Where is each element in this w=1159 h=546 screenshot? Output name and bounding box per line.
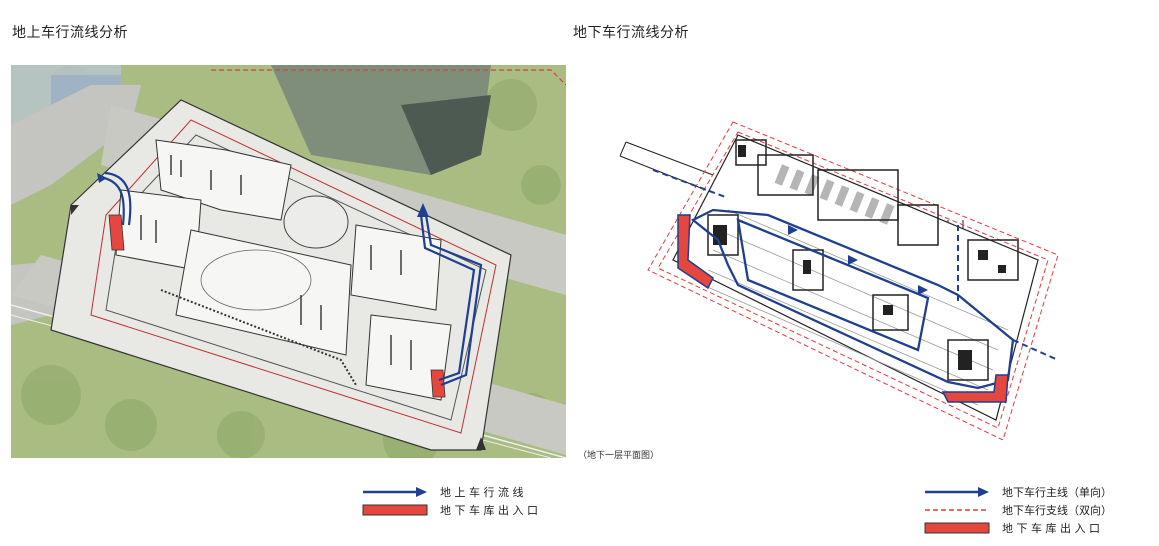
ground-site-plan	[10, 65, 567, 468]
red-block-icon	[362, 504, 428, 516]
legend-item-main-route: 地下车行主线（单向）	[924, 485, 1112, 499]
legend-item-garage-entrance: 地 下 车 库 出 入 口	[924, 521, 1112, 535]
basement-plan-svg	[619, 121, 1059, 441]
legend-item-ground-route: 地 上 车 行 流 线	[362, 485, 538, 499]
left-legend: 地 上 车 行 流 线 地 下 车 库 出 入 口	[362, 485, 538, 517]
legend-item-branch-route: 地下车行支线（双向）	[924, 503, 1112, 517]
right-legend: 地下车行主线（单向） 地下车行支线（双向） 地 下 车 库 出 入 口	[924, 485, 1112, 535]
legend-label: 地下车行支线（双向）	[1002, 503, 1112, 517]
red-block-icon	[924, 522, 990, 534]
left-title: 地上车行流线分析	[12, 25, 128, 41]
legend-label: 地 下 车 库 出 入 口	[440, 503, 538, 517]
legend-label: 地 上 车 行 流 线	[440, 485, 524, 499]
basement-plan	[618, 120, 1063, 441]
legend-label: 地 下 车 库 出 入 口	[1002, 521, 1100, 535]
legend-item-garage-entrance: 地 下 车 库 出 入 口	[362, 503, 538, 517]
basement-caption: （地下一层平面图）	[578, 451, 660, 461]
blue-arrow-icon	[362, 486, 428, 498]
red-dash-icon	[924, 504, 990, 516]
ground-site-plan-svg	[10, 65, 567, 468]
blue-arrow-icon	[924, 486, 990, 498]
right-title: 地下车行流线分析	[573, 25, 689, 41]
legend-label: 地下车行主线（单向）	[1002, 485, 1112, 499]
